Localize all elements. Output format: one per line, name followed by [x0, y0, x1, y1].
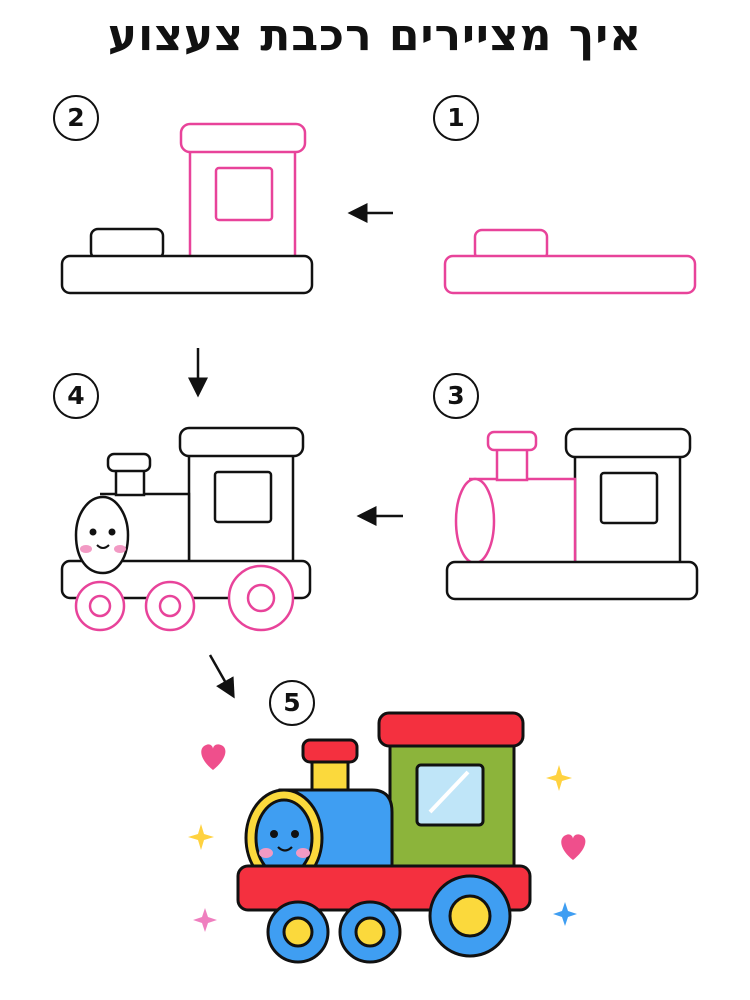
step-2-badge: 2	[53, 95, 99, 141]
step-1-badge: 1	[433, 95, 479, 141]
step-3-drawing	[445, 427, 699, 601]
sparkle-icon	[193, 908, 217, 932]
heart-icon	[201, 744, 226, 770]
sparkle-icon	[553, 902, 577, 926]
step-5-badge: 5	[269, 680, 315, 726]
step-3-badge: 3	[433, 373, 479, 419]
sparkle-icon	[546, 765, 572, 791]
step-5-drawing	[236, 711, 532, 964]
page-title: איך מציירים רכבת צעצוע	[107, 10, 643, 61]
step-4-badge: 4	[53, 373, 99, 419]
step-4-drawing	[60, 426, 312, 632]
arrow-4-to-5	[208, 654, 235, 699]
step-2-drawing	[60, 122, 314, 295]
heart-icon	[561, 834, 586, 860]
step-1-drawing	[443, 228, 697, 295]
sparkle-icon	[188, 824, 214, 850]
